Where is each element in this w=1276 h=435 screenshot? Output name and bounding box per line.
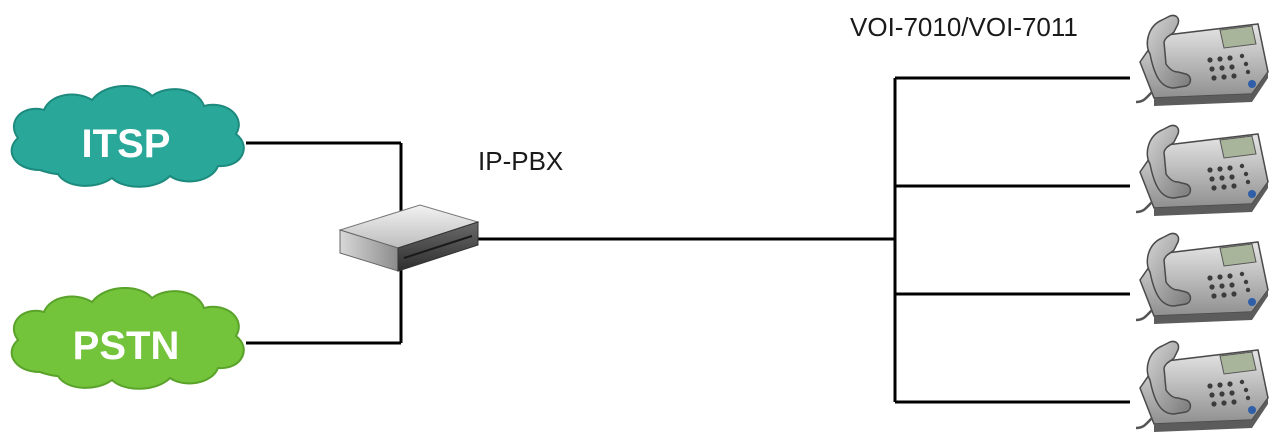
- ip-phone-2: [1134, 124, 1270, 218]
- connection-lines: [246, 76, 1130, 404]
- phone-model-label: VOI-7010/VOI-7011: [850, 12, 1078, 42]
- pstn-cloud: PSTN: [10, 286, 245, 390]
- ip-phone-1: [1134, 14, 1270, 108]
- itsp-cloud: ITSP: [10, 84, 245, 188]
- ip-phone-3: [1134, 232, 1270, 326]
- ip-pbx-label: IP-PBX: [478, 146, 563, 176]
- pstn-cloud-shape: [10, 286, 245, 390]
- ip-phone-4: [1134, 340, 1270, 434]
- itsp-label: ITSP: [82, 122, 171, 166]
- ip-pbx-device: [338, 204, 480, 272]
- pstn-label: PSTN: [73, 324, 180, 368]
- itsp-cloud-shape: [10, 84, 245, 188]
